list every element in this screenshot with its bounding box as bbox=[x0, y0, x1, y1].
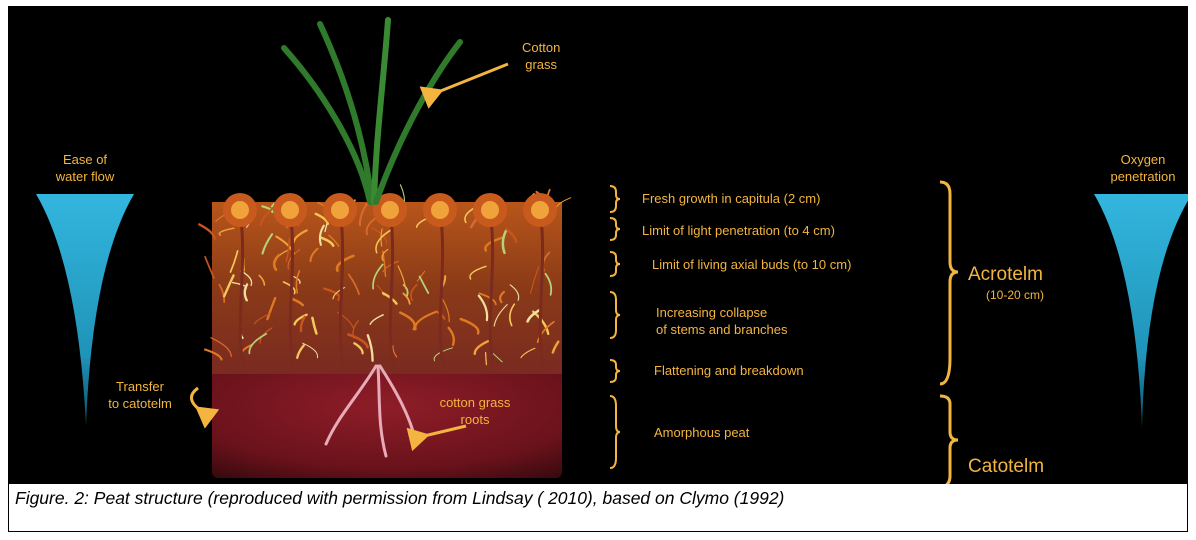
moss-capitulum-center bbox=[281, 201, 299, 219]
layer-label-axial-buds: Limit of living axial buds (to 10 cm) bbox=[652, 256, 851, 273]
layer-braces bbox=[610, 186, 620, 468]
transfer-label: Transfer to catotelm bbox=[90, 378, 190, 412]
moss-capitulum-center bbox=[381, 201, 399, 219]
roots-label: cotton grass roots bbox=[420, 394, 530, 428]
cotton-grass-arrow bbox=[438, 64, 508, 92]
transfer-arrow bbox=[191, 388, 200, 410]
peat-diagram: Cotton grass Ease of water flow Oxygen p… bbox=[8, 6, 1188, 484]
oxygen-penetration-label: Oxygen penetration bbox=[1094, 151, 1188, 185]
layer-label-amorphous-peat: Amorphous peat bbox=[654, 424, 749, 441]
moss-capitulum-center bbox=[481, 201, 499, 219]
acrotelm-depth-label: (10-20 cm) bbox=[986, 288, 1044, 303]
moss-layers bbox=[199, 185, 570, 478]
cotton-grass-leaves bbox=[284, 20, 460, 202]
zone-braces bbox=[940, 182, 958, 484]
acrotelm-label: Acrotelm bbox=[968, 264, 1043, 286]
figure-caption: Figure. 2: Peat structure (reproduced wi… bbox=[15, 488, 784, 509]
layer-label-collapse: Increasing collapse of stems and branche… bbox=[656, 304, 788, 338]
ease-of-water-flow-label: Ease of water flow bbox=[36, 151, 134, 185]
layer-label-fresh-growth: Fresh growth in capitula (2 cm) bbox=[642, 190, 820, 207]
peat-illustration bbox=[8, 6, 1188, 484]
moss-capitulum-center bbox=[331, 201, 349, 219]
oxygen-funnel bbox=[1094, 194, 1188, 428]
caption-box: Figure. 2: Peat structure (reproduced wi… bbox=[8, 484, 1188, 532]
cotton-grass-label: Cotton grass bbox=[522, 39, 560, 73]
catotelm-label: Catotelm bbox=[968, 456, 1044, 478]
moss-capitulum-center bbox=[531, 201, 549, 219]
layer-label-light-penetration: Limit of light penetration (to 4 cm) bbox=[642, 222, 835, 239]
moss-strand bbox=[486, 353, 487, 365]
acrotelm-moss-block bbox=[212, 202, 562, 374]
moss-capitulum-center bbox=[231, 201, 249, 219]
layer-label-flattening: Flattening and breakdown bbox=[654, 362, 804, 379]
moss-capitulum-center bbox=[431, 201, 449, 219]
